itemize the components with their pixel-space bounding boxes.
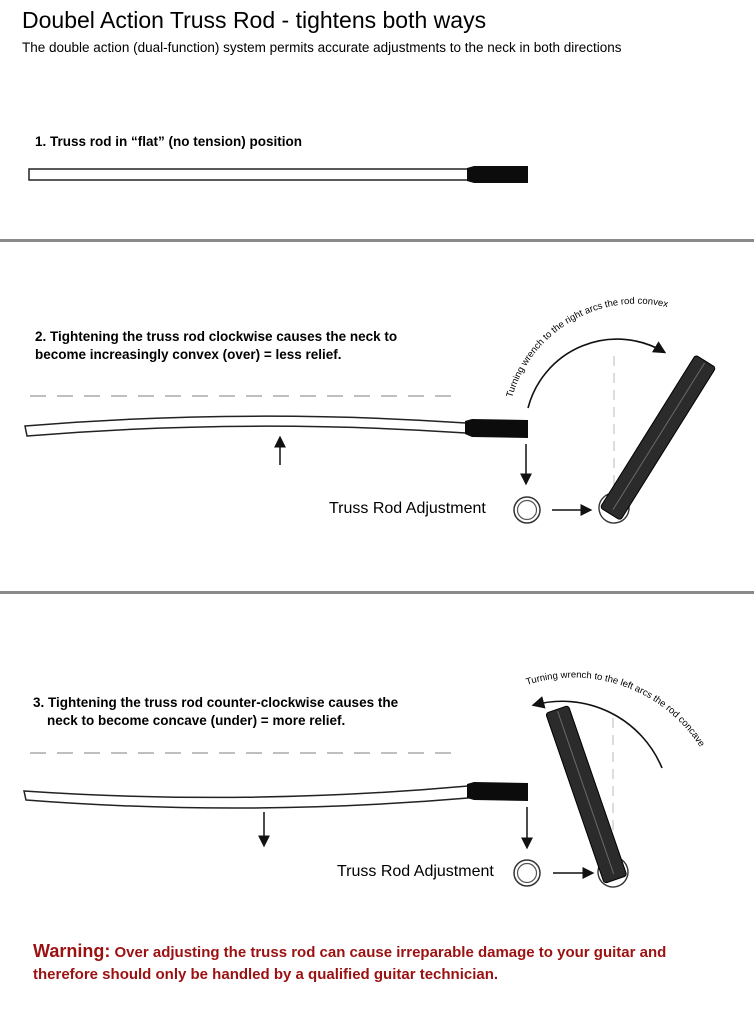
section-divider-1	[0, 239, 754, 242]
counter-clockwise-arc-arrow	[531, 696, 663, 769]
arc-label-right: Turning wrench to the right arcs the rod…	[504, 296, 669, 399]
convex-truss-rod: Turning wrench to the right arcs the rod…	[24, 296, 716, 524]
warning-message: Warning: Over adjusting the truss rod ca…	[33, 940, 733, 986]
wrench-clockwise	[598, 355, 716, 524]
step-3-caption: 3. Tightening the truss rod counter-cloc…	[33, 694, 398, 730]
clockwise-arc-arrow	[527, 338, 667, 409]
step-1-line-1: 1. Truss rod in “flat” (no tension) posi…	[35, 134, 303, 149]
warning-lead: Warning:	[33, 941, 111, 961]
adjustment-label-2: Truss Rod Adjustment	[329, 500, 486, 517]
step-2-line-1: 2. Tightening the truss rod clockwise ca…	[35, 329, 398, 344]
convex-rod-body	[24, 415, 467, 437]
step-2-caption: 2. Tightening the truss rod clockwise ca…	[35, 328, 397, 364]
concave-rod-nut	[467, 782, 528, 801]
page-title: Doubel Action Truss Rod - tightens both …	[22, 7, 487, 33]
section-divider-2	[0, 591, 754, 594]
step-3-line-2: neck to become concave (under) = more re…	[47, 713, 346, 728]
wrench-counter-clockwise	[545, 705, 629, 888]
warning-body: Over adjusting the truss rod can cause i…	[33, 944, 667, 983]
page-subtitle: The double action (dual-function) system…	[22, 40, 622, 55]
concave-truss-rod: Turning wrench to the left arcs the rod …	[23, 670, 707, 888]
convex-rod-nut	[465, 419, 528, 438]
flat-rod-nut	[467, 166, 528, 183]
arc-label-left: Turning wrench to the left arcs the rod …	[525, 670, 707, 749]
concave-rod-body	[23, 785, 469, 809]
step-1-caption: 1. Truss rod in “flat” (no tension) posi…	[35, 133, 302, 151]
flat-truss-rod	[28, 166, 528, 183]
step-2-line-2: become increasingly convex (over) = less…	[35, 347, 342, 362]
step-3-line-1: 3. Tightening the truss rod counter-cloc…	[33, 695, 399, 710]
flat-rod-body	[28, 168, 470, 181]
adjustment-label-3: Truss Rod Adjustment	[337, 863, 494, 880]
